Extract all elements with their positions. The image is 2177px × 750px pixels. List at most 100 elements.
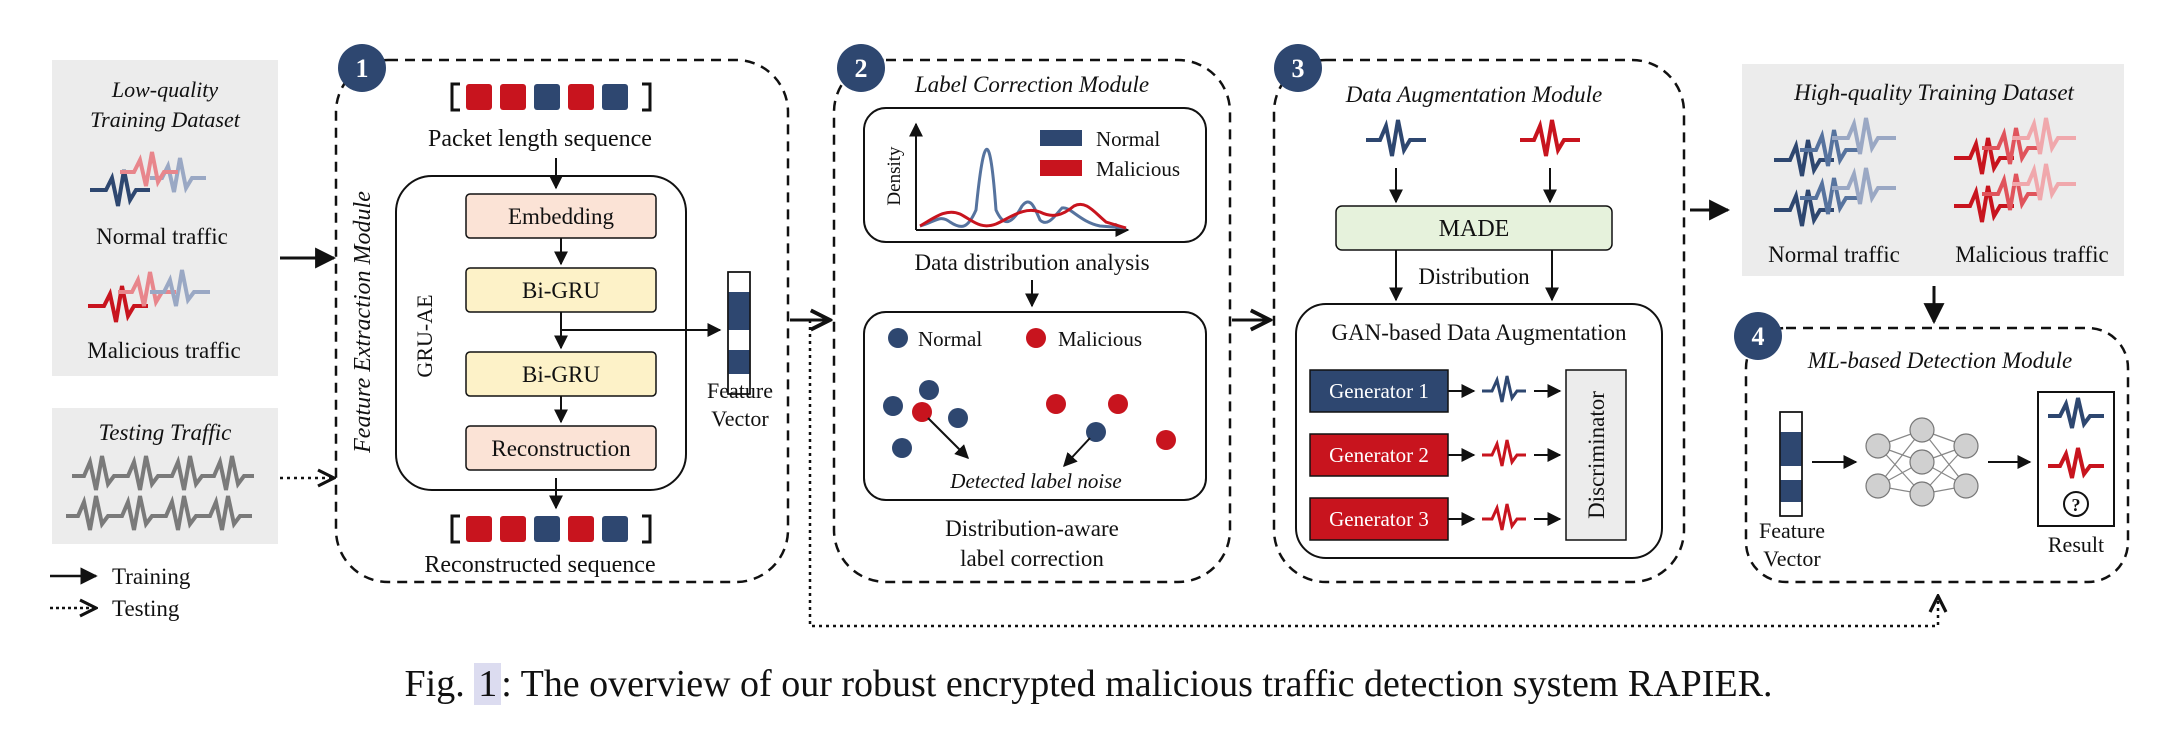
scatter-legend-normal: Normal <box>918 327 982 351</box>
scatter-legend-normal-dot <box>888 328 908 348</box>
sequence-cell-normal <box>534 516 560 542</box>
m4-feature-vector-label-2: Vector <box>1763 546 1821 571</box>
noise-arrow-2 <box>1063 437 1091 468</box>
scatter-legend-malicious-dot <box>1026 328 1046 348</box>
made-block <box>1335 205 1613 251</box>
module4-badge-number: 4 <box>1752 322 1765 351</box>
caption-text: : The overview of our robust encrypted m… <box>501 663 1773 705</box>
sequence-cell-malicious <box>466 84 492 110</box>
normal-traffic-cluster-icon <box>1774 117 1896 227</box>
feature-vector-label-1: Feature <box>707 378 773 403</box>
density-legend-normal: Normal <box>1096 127 1160 151</box>
recon-right-bracket <box>642 514 652 544</box>
module3-badge <box>1274 44 1322 92</box>
reconstruction-label: Reconstruction <box>491 436 631 461</box>
caption-prefix: Fig. <box>404 663 465 705</box>
discriminator-label: Discriminator <box>1584 391 1609 519</box>
made-label: MADE <box>1439 216 1510 242</box>
module3-border <box>1272 58 1686 584</box>
recon-left-bracket <box>450 514 460 544</box>
normal-point <box>948 408 968 428</box>
sequence-cell-malicious <box>466 516 492 542</box>
detected-label-noise: Detected label noise <box>949 469 1121 493</box>
sequence-cell-normal <box>602 84 628 110</box>
generator-3-block <box>1309 497 1449 541</box>
sequence-cell-malicious <box>568 84 594 110</box>
generator-2-output-wave-icon <box>1482 439 1526 467</box>
malicious-point <box>1108 394 1128 414</box>
noise-arrow-1 <box>927 417 969 459</box>
testing-traffic-title: Testing Traffic <box>99 420 232 445</box>
sequence-cell-malicious <box>500 84 526 110</box>
gan-container <box>1295 303 1663 559</box>
reconstruction-block <box>465 425 657 471</box>
generator-1-label: Generator 1 <box>1329 379 1429 403</box>
generator-3-label: Generator 3 <box>1329 507 1429 531</box>
ml-detection-module: 4 ML-based Detection Module Feature Vect… <box>1734 312 2130 584</box>
sequence-cells <box>466 84 628 110</box>
m4-feature-vector-label-1: Feature <box>1759 518 1825 543</box>
result-normal-wave-icon <box>2048 397 2104 429</box>
malicious-traffic-label: Malicious traffic <box>87 338 241 363</box>
scatter-legend-malicious: Malicious <box>1058 327 1142 351</box>
low-quality-title-1: Low-quality <box>111 77 219 102</box>
feature-extraction-module: 1 Feature Extraction Module Packet lengt… <box>334 44 790 584</box>
module2-title: Label Correction Module <box>914 72 1149 97</box>
high-quality-panel-bg <box>1742 64 2124 276</box>
unknown-question-icon <box>2063 491 2089 517</box>
low-quality-dataset-panel: Low-quality Training Dataset Normal traf… <box>52 60 278 376</box>
density-legend-normal-swatch <box>1040 130 1082 146</box>
distribution-analysis-label: Data distribution analysis <box>914 250 1149 275</box>
noisy-point <box>1086 422 1106 442</box>
correction-label-1: Distribution-aware <box>945 516 1119 541</box>
normal-point <box>883 396 903 416</box>
high-quality-title: High-quality Training Dataset <box>1793 80 2074 105</box>
module1-badge <box>338 44 386 92</box>
sequence-cell-malicious <box>500 516 526 542</box>
normal-wave-icon <box>1366 119 1426 157</box>
embedding-label: Embedding <box>508 204 615 229</box>
label-correction-module: 2 Label Correction Module Density Normal… <box>832 44 1232 584</box>
result-malicious-wave-icon <box>2048 447 2104 479</box>
low-quality-title-2: Training Dataset <box>90 107 241 132</box>
module1-title: Feature Extraction Module <box>350 191 376 454</box>
generator-1-output-wave-icon <box>1482 375 1526 403</box>
legend: Training Testing <box>50 564 191 621</box>
feature-vector <box>727 271 751 395</box>
figure-caption: Fig. 1: The overview of our robust encry… <box>0 662 2177 706</box>
generator-2-label: Generator 2 <box>1329 443 1429 467</box>
sequence-right-bracket <box>642 82 652 112</box>
normal-traffic-label: Normal traffic <box>96 224 228 249</box>
generator-3-output-wave-icon <box>1482 503 1526 531</box>
reconstructed-sequence-cells <box>466 516 628 542</box>
malicious-traffic-cluster-icon <box>1954 117 2076 223</box>
neural-network-icon <box>1865 417 1979 507</box>
malicious-traffic-wave-icon <box>88 269 210 323</box>
high-quality-dataset-panel: High-quality Training Dataset Normal tra… <box>1742 64 2124 276</box>
hq-malicious-label: Malicious traffic <box>1955 242 2109 267</box>
module4-badge <box>1734 312 1782 360</box>
testing-path-arrow <box>808 320 1938 628</box>
module4-title: ML-based Detection Module <box>1807 348 2072 373</box>
scatter-box <box>863 311 1207 501</box>
scatter-points <box>883 380 1176 458</box>
module2-badge <box>837 44 885 92</box>
low-quality-panel-bg <box>52 60 278 376</box>
reconstructed-sequence-label: Reconstructed sequence <box>424 552 655 578</box>
density-chart-box <box>863 107 1207 243</box>
gan-title: GAN-based Data Augmentation <box>1331 320 1627 345</box>
module1-border <box>334 58 790 584</box>
malicious-density-curve <box>919 203 1127 230</box>
bigru-label-2: Bi-GRU <box>522 362 600 387</box>
gru-ae-label: GRU-AE <box>412 294 437 377</box>
testing-traffic-panel: Testing Traffic <box>52 408 278 544</box>
module2-border <box>832 58 1232 584</box>
module3-title: Data Augmentation Module <box>1345 82 1602 107</box>
malicious-point <box>1046 394 1066 414</box>
legend-testing-label: Testing <box>112 596 180 621</box>
unknown-question-mark: ? <box>2072 495 2081 515</box>
sequence-cell-normal <box>602 516 628 542</box>
gru-ae-container <box>395 175 687 491</box>
module2-badge-number: 2 <box>855 54 868 83</box>
